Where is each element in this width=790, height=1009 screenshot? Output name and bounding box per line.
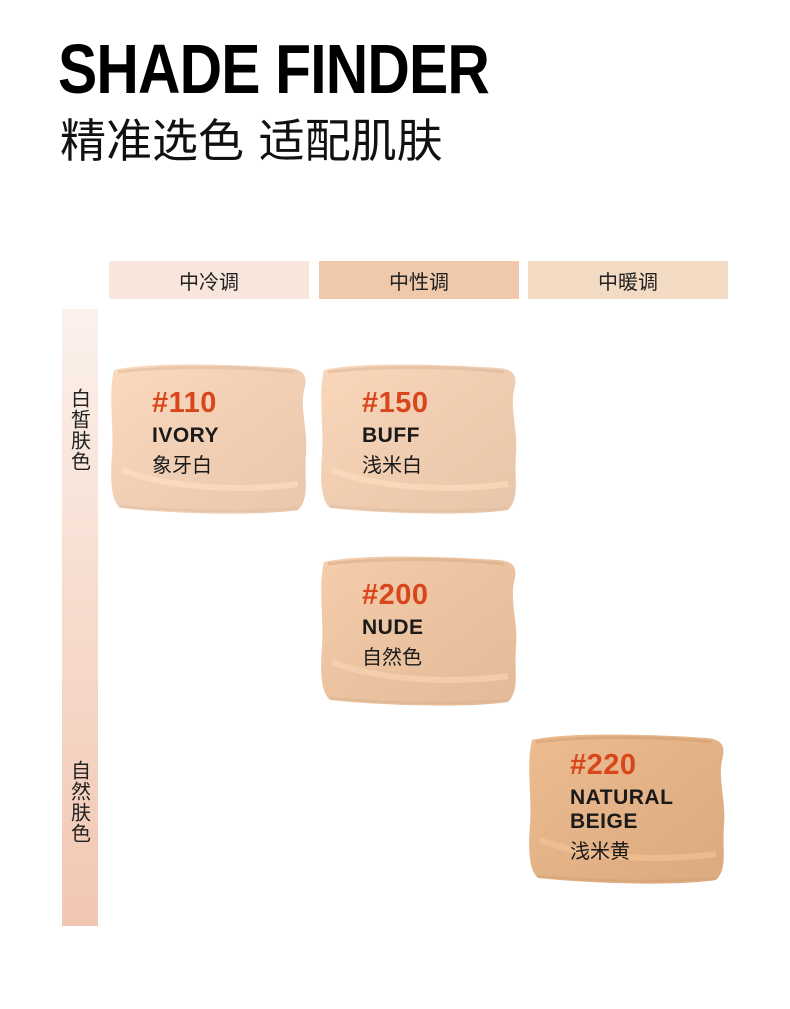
shade-name-cn: 浅米黄 [570, 839, 630, 864]
page-subtitle: 精准选色 适配肌肤 [60, 114, 443, 168]
swatch-smear [321, 556, 517, 706]
shade-swatch-150[interactable]: #150 BUFF 浅米白 [318, 360, 524, 515]
shade-name-cn: 浅米白 [362, 453, 422, 478]
shade-name-en: BUFF [362, 423, 420, 447]
shade-code: #220 [570, 749, 637, 781]
swatch-smear [321, 364, 517, 514]
shade-swatch-110[interactable]: #110 IVORY 象牙白 [108, 360, 314, 515]
shade-swatch-220[interactable]: #220 NATURAL BEIGE 浅米黄 [526, 730, 728, 884]
row-label-fair: 白皙肤色 [67, 388, 92, 472]
row-gradient-bar [62, 309, 98, 926]
shade-code: #110 [152, 387, 217, 419]
shade-swatch-200[interactable]: #200 NUDE 自然色 [318, 552, 524, 706]
row-label-natural: 自然肤色 [67, 760, 92, 844]
column-header-warm: 中暖调 [528, 261, 728, 299]
swatch-smear [529, 734, 725, 884]
page-title: SHADE FINDER [58, 30, 490, 108]
shade-code: #200 [362, 579, 429, 611]
shade-name-en: NATURAL BEIGE [570, 785, 674, 834]
shade-name-cn: 自然色 [362, 645, 422, 670]
column-header-neutral: 中性调 [319, 261, 519, 299]
shade-name-cn: 象牙白 [152, 453, 212, 478]
swatch-smear [111, 364, 307, 514]
shade-name-en: IVORY [152, 423, 220, 447]
column-header-cool: 中冷调 [109, 261, 309, 299]
shade-code: #150 [362, 387, 429, 419]
shade-name-en: NUDE [362, 615, 424, 639]
